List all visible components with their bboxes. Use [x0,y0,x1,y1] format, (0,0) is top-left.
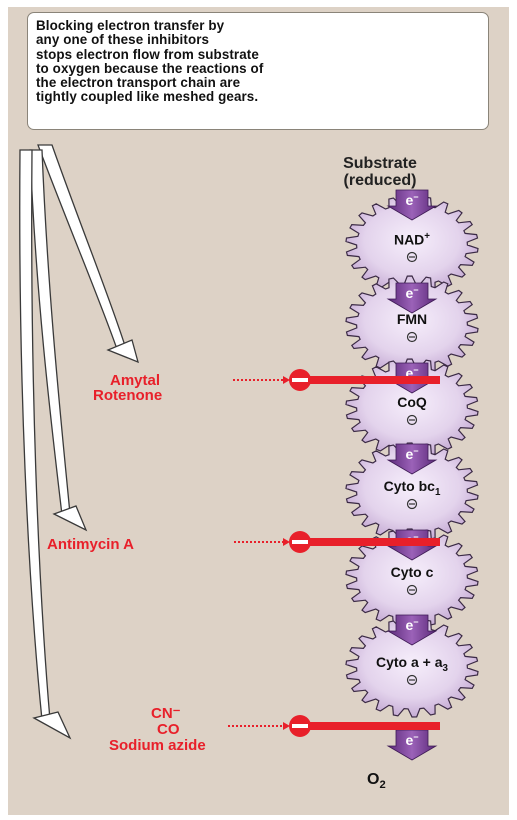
substrate-label: Substrate (reduced) [300,155,460,189]
inhibitor-carbon-monoxide: CO [157,721,180,738]
block-symbol-bar [292,378,308,382]
electron-charge: − [413,192,418,202]
inhibitor-sodium-azide: Sodium azide [109,737,206,754]
callout-line-3: stops electron flow from substrate [36,46,259,62]
gear-axle [406,584,418,596]
carrier-superscript: + [424,231,431,242]
callout-arrow-2 [29,149,88,532]
product-o2: O2 [367,771,386,791]
product-o2-sub: 2 [379,779,386,792]
gear-axle [406,674,418,686]
electron-charge: − [413,285,418,295]
inhibitor-arrowhead [283,376,290,384]
carrier-label-1: NAD+ [342,231,482,248]
callout-line-1: Blocking electron transfer by [36,18,225,33]
inhibitor-blocks [228,369,440,737]
block-bar [310,376,440,384]
gear-axle [406,498,418,510]
gear-body [345,528,479,628]
gear-body [345,275,479,375]
inhibitor-rotenone: Rotenone [93,387,163,404]
product-o2-base: O [367,771,380,788]
carrier-label-6: Cyto a + a3 [342,654,482,674]
electron-arrow-7: e− [386,729,438,761]
carrier-label-3: CoQ [342,394,482,410]
substrate-line-2: (reduced) [343,172,417,189]
inhibitor-block-1 [233,369,440,391]
gear-1 [345,195,479,295]
electron-arrow-shape [386,614,438,646]
inhibitor-cyanide: CN⁻ [151,705,181,722]
electron-charge: − [413,446,418,456]
block-bar [310,722,440,730]
gear-4 [345,442,479,542]
callout-line-2: any one of these inhibitors [36,32,210,48]
callout-arrow-head [52,505,88,532]
carrier-label-5: Cyto c [342,564,482,580]
callout-arrow-head [32,711,72,740]
gear-chain [345,195,479,718]
callout-arrow-3 [19,149,72,740]
block-symbol-bar [292,540,308,544]
carrier-label-4: Cyto bc1 [342,478,482,498]
inhibitor-amytal: Amytal [110,372,161,389]
gear-body [345,442,479,542]
carrier-name: Cyto a + a [376,654,443,670]
inhibitor-antimycin-a: Antimycin A [47,536,134,553]
block-symbol-bar [292,724,308,728]
gear-6 [345,618,479,718]
electron-charge: − [413,732,418,742]
inhibitor-block-3 [228,715,440,737]
electron-arrow-shape [386,443,438,475]
callout-box: Blocking electron transfer by any one of… [27,12,489,130]
callout-arrow-1 [37,144,139,364]
gear-axle [406,414,418,426]
carrier-name: FMN [396,311,428,327]
gear-5 [345,528,479,628]
substrate-line-1: Substrate [343,155,417,172]
electron-arrows: e−e−e−e−e−e−e− [386,189,438,761]
gear-axle [406,331,418,343]
gear-2 [345,275,479,375]
inhibitor-arrowhead [283,722,290,730]
electron-charge: − [413,532,418,542]
block-bar [310,538,440,546]
electron-arrow-4: e− [386,443,438,475]
callout-line-5: the electron transport chain are [36,75,241,91]
inhibitor-block-2 [234,531,440,553]
electron-arrow-2: e− [386,282,438,314]
electron-charge: − [413,365,418,375]
carrier-name: NAD [393,231,425,248]
electron-arrow-6: e− [386,614,438,646]
carrier-label-2: FMN [342,311,482,327]
carrier-name: Cyto c [390,564,434,580]
electron-charge: − [413,617,418,627]
gear-body [345,618,479,718]
electron-arrow-1: e− [386,189,438,221]
callout-arrows [19,144,139,740]
callout-line-4: to oxygen because the reactions of [36,60,264,76]
callout-arrow-head [106,339,139,364]
electron-arrow-shape [386,189,438,221]
callout-line-6: tightly coupled like meshed gears. [36,89,259,105]
carrier-name: Cyto bc [383,478,435,494]
electron-arrow-shape [386,282,438,314]
inhibitor-arrowhead [283,538,290,546]
carrier-name: CoQ [397,394,427,410]
electron-arrow-shape [386,729,438,761]
carrier-subscript: 1 [434,486,441,498]
carrier-subscript: 3 [442,662,448,674]
gear-axle [406,251,418,263]
